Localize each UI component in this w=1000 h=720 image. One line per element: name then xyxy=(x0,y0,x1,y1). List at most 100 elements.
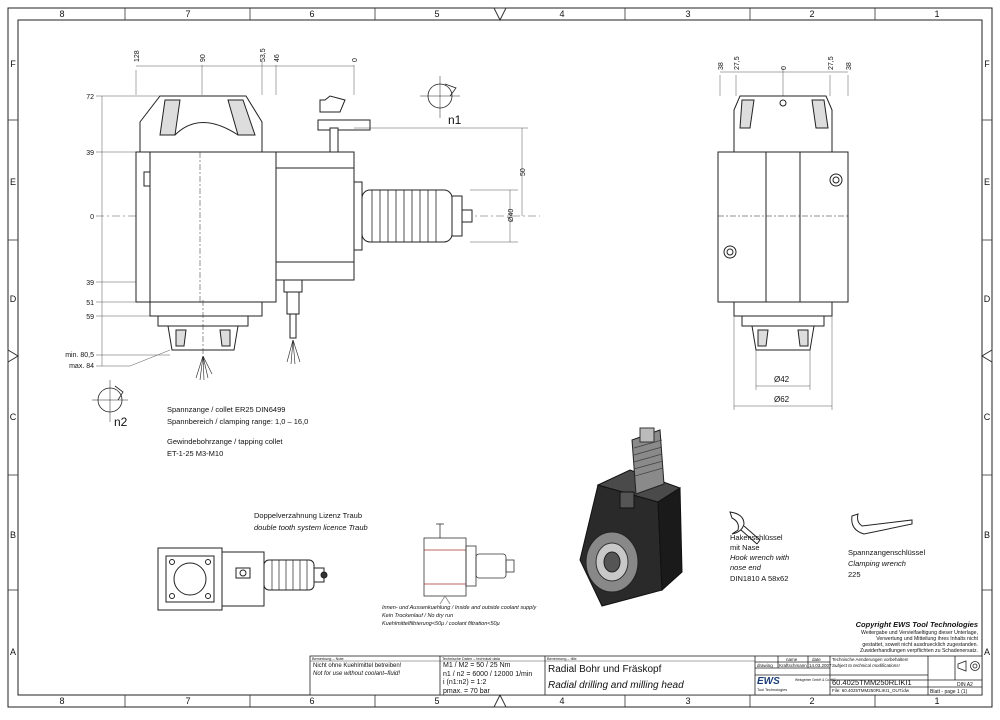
dim-max: max. 84 xyxy=(69,363,94,370)
dim-53-5: 53,5 xyxy=(260,48,267,62)
row-label-d: D xyxy=(10,294,17,304)
row-label-b-r: B xyxy=(984,530,990,540)
remark-header: Bemerkung – Note xyxy=(312,657,344,661)
hook-line-5: DIN1810 A 58x62 xyxy=(730,574,788,583)
clamp-line-2: Clamping wrench xyxy=(848,559,906,568)
col-label-7b: 7 xyxy=(185,696,190,706)
traub-line-2: double tooth system licence Traub xyxy=(254,523,368,532)
dim-46: 46 xyxy=(274,54,281,62)
spec-line-2: Spannbereich / clamping range: 1,0 – 16,… xyxy=(167,417,308,426)
dim-min: min. 80,5 xyxy=(65,352,94,359)
col-label-1b: 1 xyxy=(934,696,939,706)
dim-50: 50 xyxy=(520,168,527,176)
center-mark-left xyxy=(7,349,19,363)
tech-p: pmax. = 70 bar xyxy=(443,688,491,695)
part-number: 60.4025TMM250RLIKI1 xyxy=(832,678,912,687)
dim-0-left: 0 xyxy=(90,214,94,221)
col-label-7: 7 xyxy=(185,9,190,19)
col-label-5: 5 xyxy=(434,9,439,19)
col-label-6b: 6 xyxy=(309,696,314,706)
row-label-c: C xyxy=(10,412,17,422)
tool-render-3d xyxy=(579,427,683,607)
side-dim-27-5-r: 27,5 xyxy=(828,56,835,70)
clamp-wrench-drawing xyxy=(851,513,913,535)
col-label-3: 3 xyxy=(685,9,690,19)
title-block-text: Bemerkung – Note Nicht ohne Kuehlmittel … xyxy=(312,657,973,695)
rotation-n2: n2 xyxy=(114,415,128,429)
row-label-f-r: F xyxy=(984,59,990,69)
copyright-l3: gestattet, soweit nicht ausdruecklich zu… xyxy=(862,642,978,648)
drawing-label: drawing xyxy=(757,663,773,668)
clamp-wrench-note: Spannzangenschlüssel Clamping wrench 225 xyxy=(848,548,925,579)
side-dim-0: 0 xyxy=(781,66,788,70)
hook-line-3: Hook wrench with xyxy=(730,553,789,562)
hook-line-2: mit Nase xyxy=(730,543,760,552)
projection-symbol xyxy=(957,660,980,672)
ews-logo: EWS xyxy=(757,676,780,687)
dim-39-bottom: 39 xyxy=(86,280,94,287)
sheet-page: Blatt - page 1 (1) xyxy=(930,689,968,695)
copyright-l1: Weitergabe und Vervielfaeltigung dieser … xyxy=(861,630,978,636)
coolant-schematic xyxy=(423,523,515,605)
ews-logo-sub: Tool Technologies xyxy=(757,688,787,692)
side-dim-d62: Ø62 xyxy=(774,395,790,404)
traub-note: Doppelverzahnung Lizenz Traub double too… xyxy=(254,511,368,532)
desc-header: Benennung – title xyxy=(547,657,577,661)
traub-line-1: Doppelverzahnung Lizenz Traub xyxy=(254,511,362,520)
tech-i: i (n1:n2) = 1:2 xyxy=(443,679,486,686)
tech-changes-de: Technische Aenderungen vorbehalten! xyxy=(832,657,909,662)
author: Kraftschmann xyxy=(779,663,807,668)
front-view-dimensions: 128 90 53,5 46 0 72 39 0 39 51 59 min. 8… xyxy=(65,48,527,370)
col-label-2b: 2 xyxy=(809,696,814,706)
name-header: name xyxy=(786,657,798,662)
col-label-6: 6 xyxy=(309,9,314,19)
center-mark-top xyxy=(493,7,507,22)
center-mark-right xyxy=(981,349,993,363)
row-label-c-r: C xyxy=(984,412,991,422)
coolant-line-2: Kein Trockenlauf / No dry run xyxy=(382,613,453,619)
tech-n: n1 / n2 = 6000 / 12000 1/min xyxy=(443,671,532,678)
spec-line-3: Gewindebohrzange / tapping collet xyxy=(167,437,283,446)
hook-wrench-note: Hakenschlüssel mit Nase Hook wrench with… xyxy=(730,533,789,583)
tech-m: M1 / M2 = 50 / 25 Nm xyxy=(443,662,511,669)
col-label-4b: 4 xyxy=(559,696,564,706)
row-label-a-r: A xyxy=(984,647,990,657)
row-label-d-r: D xyxy=(984,294,991,304)
dim-128: 128 xyxy=(134,50,141,62)
date: 14.03.2007 xyxy=(809,663,832,668)
front-view xyxy=(92,62,540,422)
spec-line-1: Spannzange / collet ER25 DIN6499 xyxy=(167,405,285,414)
dim-59: 59 xyxy=(86,314,94,321)
remark-line-1: Nicht ohne Kuehlmittel betreiben! xyxy=(313,663,402,669)
row-label-a: A xyxy=(10,647,16,657)
hook-line-4: nose end xyxy=(730,563,762,572)
file-name: File: 60.4025TMM250RLIKI1_OUT.idw xyxy=(832,688,910,693)
tech-header: Technische Daten – technical data xyxy=(442,657,501,661)
col-label-4: 4 xyxy=(559,9,564,19)
col-label-1: 1 xyxy=(934,9,939,19)
dim-72: 72 xyxy=(86,94,94,101)
row-label-b: B xyxy=(10,530,16,540)
coolant-line-3: Kuehlmittelfiltrierung<50μ / coolant fil… xyxy=(382,621,500,627)
rotation-n1: n1 xyxy=(448,113,462,127)
dim-0-top: 0 xyxy=(352,58,359,62)
copyright-block: Copyright EWS Tool Technologies Weiterga… xyxy=(856,620,979,654)
copyright-l4: Zuwiderhandlungen verpflichten zu Schade… xyxy=(860,648,978,654)
date-header: date xyxy=(812,657,821,662)
paper-format: DIN A2 xyxy=(957,682,973,688)
hook-line-1: Hakenschlüssel xyxy=(730,533,783,542)
dim-d40: Ø40 xyxy=(508,209,515,222)
coolant-notes: Innen- und Aussenkuehlung / Inside and o… xyxy=(382,605,537,627)
side-dim-d42: Ø42 xyxy=(774,375,790,384)
col-label-5b: 5 xyxy=(434,696,439,706)
copyright-l2: Verwertung und Mitteilung ihres Inhalts … xyxy=(876,636,978,642)
dim-90: 90 xyxy=(200,54,207,62)
title-en: Radial drilling and milling head xyxy=(548,680,684,691)
row-label-f: F xyxy=(10,59,16,69)
side-dim-27-5-l: 27,5 xyxy=(734,56,741,70)
side-view-dimensions: 38 27,5 0 27,5 38 Ø42 Ø62 xyxy=(718,56,853,404)
title-block xyxy=(309,655,983,696)
side-view xyxy=(717,68,849,410)
